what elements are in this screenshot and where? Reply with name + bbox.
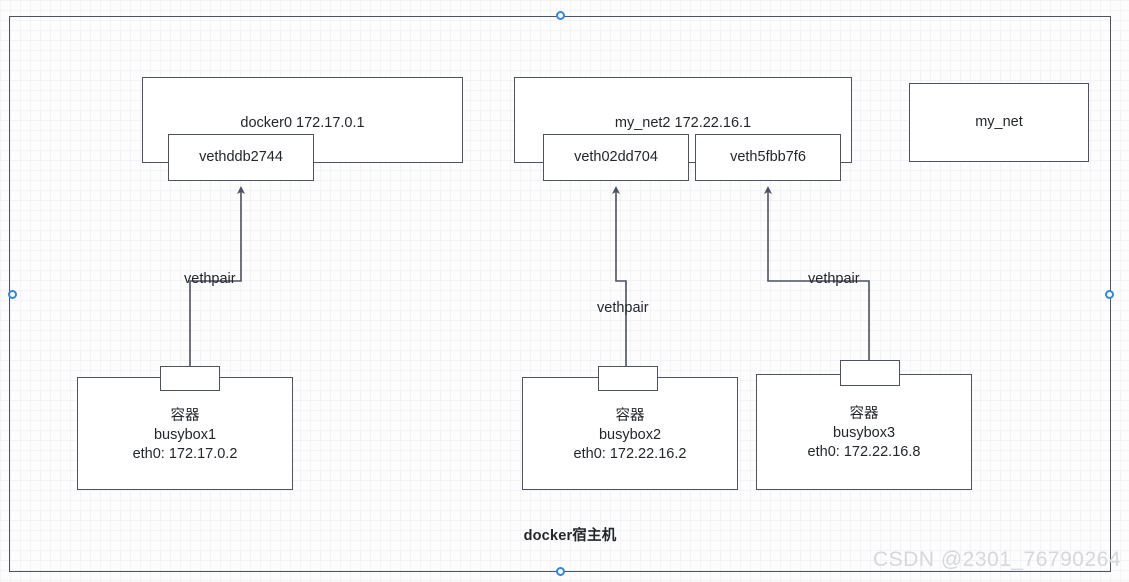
veth-pair-label-busybox3: vethpair	[808, 271, 860, 287]
veth-box-vethddb2744[interactable]	[168, 134, 314, 181]
veth-box-veth5fbb7f6[interactable]	[695, 134, 841, 181]
container-port-busybox2[interactable]	[598, 366, 658, 391]
container-port-busybox1[interactable]	[160, 366, 220, 391]
selection-handle-right[interactable]	[1105, 290, 1114, 299]
container-box-busybox3[interactable]	[756, 374, 972, 490]
selection-handle-bottom[interactable]	[556, 567, 565, 576]
csdn-watermark: CSDN @2301_76790264	[873, 548, 1121, 571]
network-box-my_net[interactable]	[909, 83, 1089, 162]
container-box-busybox2[interactable]	[522, 377, 738, 490]
veth-box-veth02dd704[interactable]	[543, 134, 689, 181]
veth-pair-label-busybox2: vethpair	[597, 300, 649, 316]
selection-handle-left[interactable]	[8, 290, 17, 299]
container-box-busybox1[interactable]	[77, 377, 293, 490]
veth-pair-label-busybox1: vethpair	[184, 271, 236, 287]
selection-handle-top[interactable]	[556, 11, 565, 20]
container-port-busybox3[interactable]	[840, 360, 900, 386]
